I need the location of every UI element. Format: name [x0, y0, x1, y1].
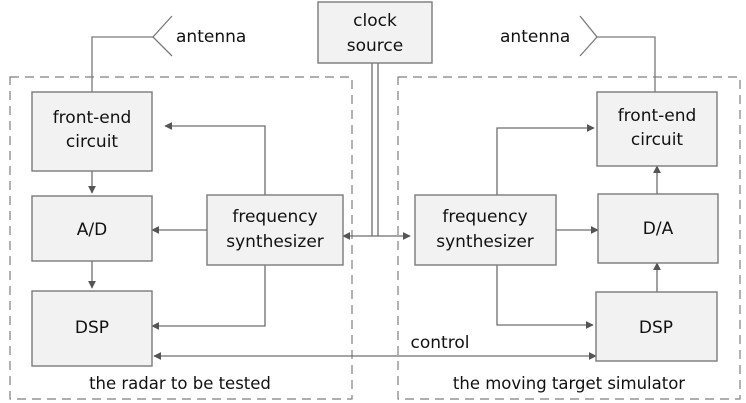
sim-dsp-box: [595, 291, 718, 362]
radar-antenna-label: antenna: [176, 27, 246, 47]
radar-frontend-label-line1: front-end: [53, 108, 132, 128]
sim-frontend-label-line2: circuit: [631, 130, 684, 150]
synth-to-dsp-arrow: [151, 265, 266, 330]
sim-frontend-label-line1: front-end: [618, 106, 697, 126]
radar-antenna-icon: [91, 15, 173, 92]
clock-source-box: [317, 1, 433, 64]
radar-caption: the radar to be tested: [89, 374, 271, 393]
sim-synth-to-frontend-arrow: [496, 124, 595, 195]
simulator-group-outline: [397, 76, 741, 400]
sim-da-box: [597, 193, 719, 264]
sim-synth-box: [414, 194, 557, 266]
radar-frontend-label-line2: circuit: [66, 132, 119, 152]
radar-ad-label: A/D: [77, 220, 107, 240]
sim-synth-label-line2: synthesizer: [436, 232, 534, 252]
radar-frontend-box: [31, 91, 153, 172]
sim-dsp-label: DSP: [639, 318, 673, 338]
radar-synth-label-line1: frequency: [232, 207, 317, 227]
radar-dsp-box: [31, 290, 153, 367]
clock-source-label-line1: clock: [353, 11, 397, 31]
clock-source-label-line2: source: [347, 36, 403, 56]
sim-synth-label-line1: frequency: [442, 207, 527, 227]
radar-dsp-label: DSP: [75, 318, 109, 338]
simulator-antenna-icon: [579, 15, 656, 92]
radar-synth-label-line2: synthesizer: [226, 232, 324, 252]
synth-to-frontend-arrow: [164, 122, 266, 195]
sim-da-label: D/A: [643, 219, 674, 239]
radar-ad-box: [31, 195, 153, 262]
simulator-antenna-label: antenna: [500, 27, 570, 47]
control-label: control: [411, 333, 470, 353]
sim-synth-to-dsp-arrow: [496, 265, 594, 329]
simulator-caption: the moving target simulator: [453, 374, 685, 393]
sim-frontend-box: [596, 91, 718, 167]
radar-synth-box: [206, 194, 344, 266]
